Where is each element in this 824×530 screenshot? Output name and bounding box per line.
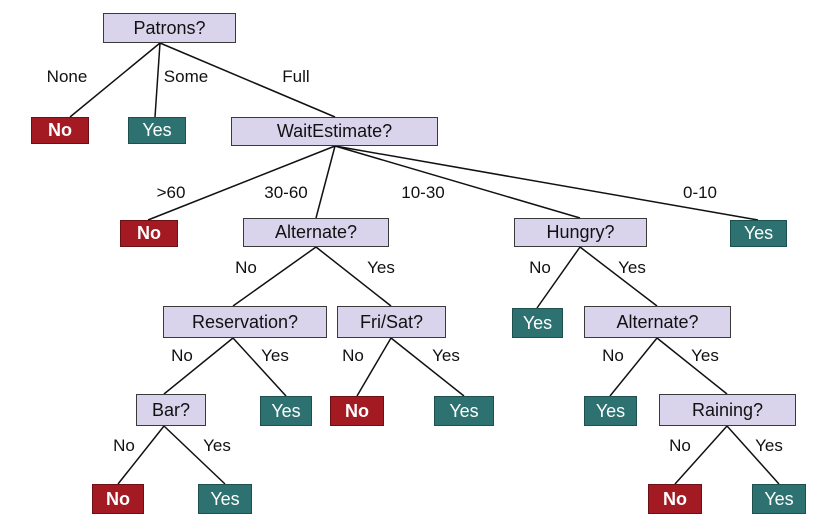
edge-label-hungry-yes: Yes	[618, 258, 646, 277]
edge-line-patrons-none	[69, 42, 161, 118]
edge-line-patrons-full	[159, 42, 336, 118]
edge-label-res-no: No	[171, 346, 193, 365]
edge-label-none: None	[46, 67, 88, 86]
node-reservation: Reservation?	[163, 306, 327, 338]
leaf-raining-yes: Yes	[752, 484, 806, 514]
node-alternate-2: Alternate?	[584, 306, 731, 338]
edge-line-rain-yes	[726, 425, 780, 485]
edge-line-wait-gt60	[147, 145, 336, 221]
edge-label-alt2-yes: Yes	[691, 346, 719, 365]
edge-line-patrons-some	[154, 42, 161, 118]
leaf-none-no: No	[31, 117, 89, 144]
edge-label-hungry-no: No	[529, 258, 551, 277]
edge-label-frisat-no: No	[342, 346, 364, 365]
leaf-gt60-no: No	[120, 220, 178, 247]
edge-label-alt1-yes: Yes	[367, 258, 395, 277]
leaf-alternate2-no-yes: Yes	[584, 396, 637, 426]
edge-label-rain-yes: Yes	[755, 436, 783, 455]
edge-line-alt1-yes	[315, 246, 392, 307]
edge-line-wait-10-30	[334, 145, 581, 219]
edge-line-res-yes	[232, 337, 287, 397]
leaf-bar-no: No	[92, 484, 144, 514]
edge-label-frisat-yes: Yes	[432, 346, 460, 365]
leaf-reservation-yes: Yes	[260, 396, 312, 426]
edge-label-bar-no: No	[113, 436, 135, 455]
leaf-bar-yes: Yes	[198, 484, 252, 514]
edge-line-res-no	[163, 337, 234, 395]
leaf-hungry-no-yes: Yes	[512, 308, 563, 338]
edge-label-gt60: >60	[156, 183, 186, 202]
leaf-frisat-yes: Yes	[434, 396, 494, 426]
edge-line-alt2-yes	[656, 337, 728, 395]
node-alternate-1: Alternate?	[243, 218, 389, 247]
edge-line-rain-no	[674, 425, 728, 485]
edge-line-wait-0-10	[334, 145, 759, 221]
node-raining: Raining?	[659, 394, 796, 426]
leaf-0-10-yes: Yes	[730, 220, 787, 247]
node-patrons: Patrons?	[103, 13, 236, 43]
node-fri-sat: Fri/Sat?	[337, 306, 446, 338]
edge-line-frisat-yes	[390, 337, 465, 397]
leaf-some-yes: Yes	[128, 117, 186, 144]
node-hungry: Hungry?	[514, 218, 647, 247]
edge-line-bar-yes	[163, 425, 226, 485]
edge-line-alt1-no	[232, 246, 317, 307]
node-wait-estimate: WaitEstimate?	[231, 117, 438, 146]
edge-label-full: Full	[282, 67, 310, 86]
edge-line-frisat-no	[356, 337, 392, 397]
edge-label-10-30: 10-30	[401, 183, 445, 202]
edge-label-alt2-no: No	[602, 346, 624, 365]
edge-line-bar-no	[117, 425, 165, 485]
leaf-raining-no: No	[648, 484, 702, 514]
node-bar: Bar?	[136, 394, 206, 426]
edge-label-bar-yes: Yes	[203, 436, 231, 455]
edge-label-alt1-no: No	[235, 258, 257, 277]
edge-line-alt2-no	[609, 337, 658, 397]
edge-label-res-yes: Yes	[261, 346, 289, 365]
edge-label-rain-no: No	[669, 436, 691, 455]
edge-line-wait-30-60	[315, 145, 336, 219]
edge-label-0-10: 0-10	[682, 183, 718, 202]
edge-line-hungry-no	[536, 246, 581, 309]
leaf-frisat-no: No	[330, 396, 384, 426]
edge-line-hungry-yes	[579, 246, 658, 307]
edge-label-30-60: 30-60	[264, 183, 308, 202]
edge-label-some: Some	[163, 67, 209, 86]
